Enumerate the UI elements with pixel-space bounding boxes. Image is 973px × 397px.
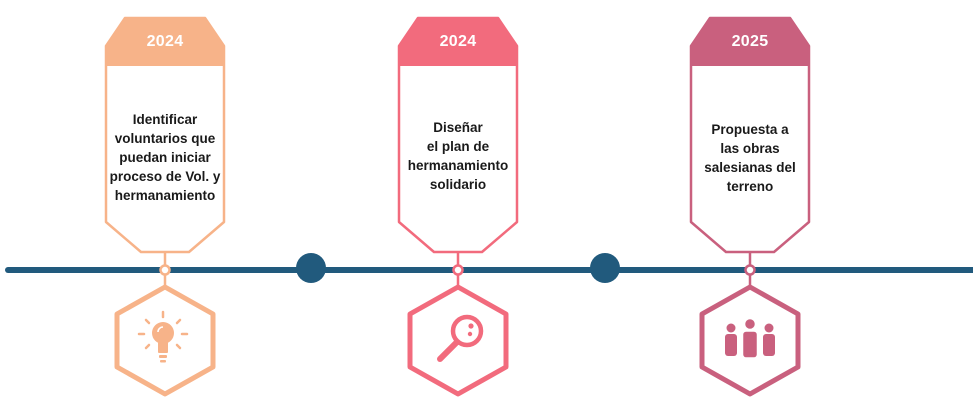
milestone-1-year: 2024 — [146, 33, 184, 50]
milestone-2-year: 2024 — [439, 33, 477, 50]
year-banner-2 — [399, 18, 517, 66]
timeline-dot-1 — [296, 253, 326, 283]
card-hexagon-2 — [397, 16, 519, 254]
milestone-3-year: 2025 — [731, 33, 769, 50]
milestone-2-text: Diseñar el plan de hermanamiento solidar… — [407, 120, 509, 192]
milestone-card-1 — [104, 16, 226, 397]
milestone-1-text: Identificar voluntarios que puedan inici… — [109, 112, 221, 203]
connector-node-3 — [744, 264, 756, 276]
milestone-3-text: Propuesta a las obras salesianas del ter… — [704, 122, 796, 194]
people-group-icon — [725, 317, 775, 359]
magnifier-icon — [437, 314, 484, 362]
year-banner-1 — [106, 18, 224, 66]
connector-node-2 — [452, 264, 464, 276]
milestone-card-2 — [397, 16, 519, 397]
connector-node-1 — [159, 264, 171, 276]
lightbulb-icon — [137, 310, 189, 363]
milestone-card-3 — [689, 16, 811, 397]
timeline-dot-2 — [590, 253, 620, 283]
year-banner-3 — [691, 18, 809, 66]
